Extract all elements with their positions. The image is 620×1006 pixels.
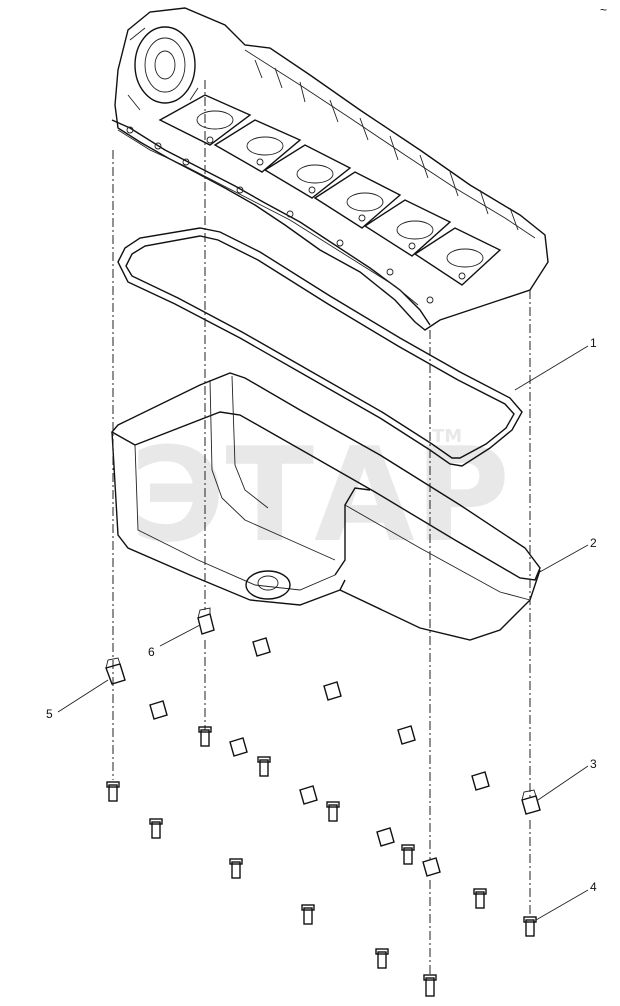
callouts: 1 2 3 4 5 6 (46, 336, 597, 921)
crank-bays (158, 94, 502, 286)
callout-4-label: 4 (590, 880, 597, 894)
oil-pan-gasket (117, 227, 523, 467)
oil-pan (110, 372, 541, 641)
callout-6-label: 6 (148, 645, 155, 659)
watermark: ЭТАР TM (130, 419, 510, 571)
callout-2-label: 2 (590, 536, 597, 550)
bolts (106, 726, 537, 997)
watermark-tm: TM (432, 426, 462, 447)
bracket-6 (197, 607, 215, 635)
callout-4: 4 (535, 880, 597, 921)
brackets (105, 607, 541, 877)
callout-1: 1 (514, 336, 597, 391)
bracket-3 (521, 789, 541, 815)
callout-5-label: 5 (46, 707, 53, 721)
alignment-lines (112, 80, 531, 975)
callout-6: 6 (148, 624, 201, 659)
callout-2: 2 (537, 536, 597, 574)
callout-3-label: 3 (590, 757, 597, 771)
watermark-text: ЭТАР (130, 419, 510, 571)
corner-mark: ~ (600, 3, 607, 17)
callout-1-label: 1 (590, 336, 597, 350)
engine-block (111, 7, 549, 331)
bracket-5 (105, 657, 126, 685)
callout-3: 3 (537, 757, 597, 801)
callout-5: 5 (46, 679, 109, 721)
